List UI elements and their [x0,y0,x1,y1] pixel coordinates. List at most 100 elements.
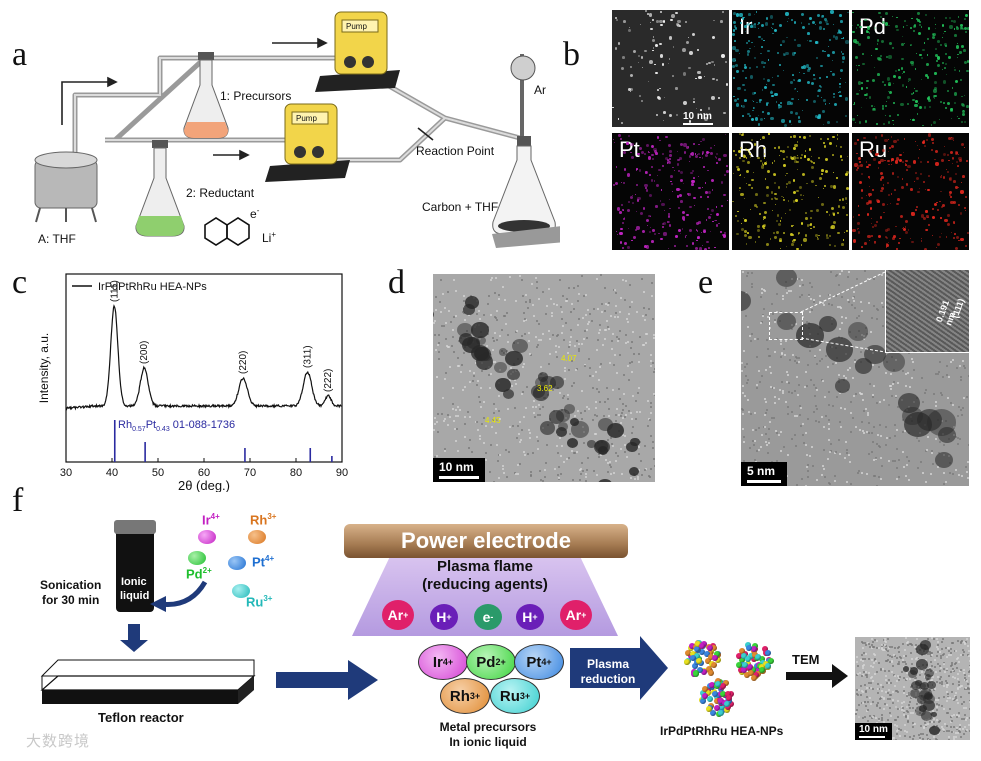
map-speckle [793,21,797,25]
map-speckle [659,88,661,90]
map-speckle [646,225,648,227]
map-speckle [898,241,901,244]
tem-noise [899,655,902,658]
tem-noise [959,642,962,645]
tem-noise [529,470,532,473]
map-speckle [718,158,722,162]
map-speckle [677,206,680,209]
map-speckle [662,20,666,24]
tem-noise [887,678,890,681]
map-speckle [750,25,754,29]
map-speckle [718,96,721,99]
map-speckle [809,16,813,20]
tem-noise [935,738,938,740]
tem-noise [457,449,460,452]
label-reaction-point: Reaction Point [416,144,495,158]
tem-noise [504,351,507,354]
tem-noise [888,669,891,672]
map-speckle [792,156,797,160]
map-speckle [774,197,778,201]
tem-noise [478,437,481,440]
map-speckle [712,36,715,40]
map-speckle [791,97,794,101]
tem-noise [810,446,813,449]
map-speckle [953,69,956,72]
tem-noise [448,310,451,313]
tem-noise [579,468,582,471]
nanoparticle [628,466,639,477]
map-speckle [895,25,899,29]
map-speckle [707,106,711,110]
map-speckle [629,91,631,93]
map-speckle [760,45,763,48]
map-speckle [837,32,840,35]
map-speckle [821,202,825,206]
tem-noise [491,349,494,351]
tem-noise [575,367,578,370]
tem-noise [556,303,559,306]
tem-noise [813,299,816,302]
tem-noise [478,309,481,312]
tem-noise [831,304,834,307]
tem-noise [827,457,830,460]
map-speckle [852,30,855,34]
map-speckle [955,246,959,250]
map-speckle [887,193,890,197]
map-speckle [827,137,830,140]
tem-noise [760,287,763,290]
tem-noise [880,464,883,467]
nanoparticle [512,339,528,354]
map-speckle [871,55,873,57]
tem-noise [472,379,475,382]
tem-noise [614,460,617,462]
tem-noise [591,386,594,389]
tem-noise [562,339,565,342]
map-speckle [798,120,801,123]
tem-noise [479,338,482,341]
map-speckle [713,64,716,66]
tem-noise [874,657,877,660]
map-speckle [701,244,704,246]
tem-noise [864,643,867,646]
tem-noise [904,724,907,727]
tem-noise [920,376,923,379]
tem-noise [872,393,875,396]
tem-noise [605,387,608,390]
tem-noise [903,689,906,692]
tem-noise [542,333,545,336]
map-speckle [865,201,869,205]
map-speckle [845,229,849,233]
tem-noise [881,306,884,309]
map-speckle [858,214,860,216]
tem-noise [783,347,786,350]
tem-noise [937,373,940,376]
map-speckle [902,70,905,73]
map-speckle [845,40,849,44]
tem-noise [621,416,624,419]
tem-noise [586,323,589,326]
map-speckle [966,60,969,63]
tem-noise [451,408,454,411]
tem-noise [482,313,485,316]
tem-noise [887,403,890,406]
map-speckle [691,179,695,184]
tem-noise [814,354,817,357]
tem-noise [825,415,828,418]
tem-noise [760,291,763,294]
tem-noise [525,293,527,296]
nanoparticle [539,421,555,435]
tem-noise [747,398,750,401]
map-speckle [940,174,943,177]
map-speckle [899,237,901,240]
map-speckle [946,171,949,173]
map-speckle [644,245,648,248]
map-speckle [892,119,894,122]
map-speckle [772,32,774,35]
tem-noise [798,413,801,416]
map-speckle [839,13,842,17]
tem-noise [457,414,460,417]
tem-noise [791,437,794,440]
tem-noise [496,418,499,421]
map-speckle [691,33,696,37]
tem-noise [926,436,929,439]
